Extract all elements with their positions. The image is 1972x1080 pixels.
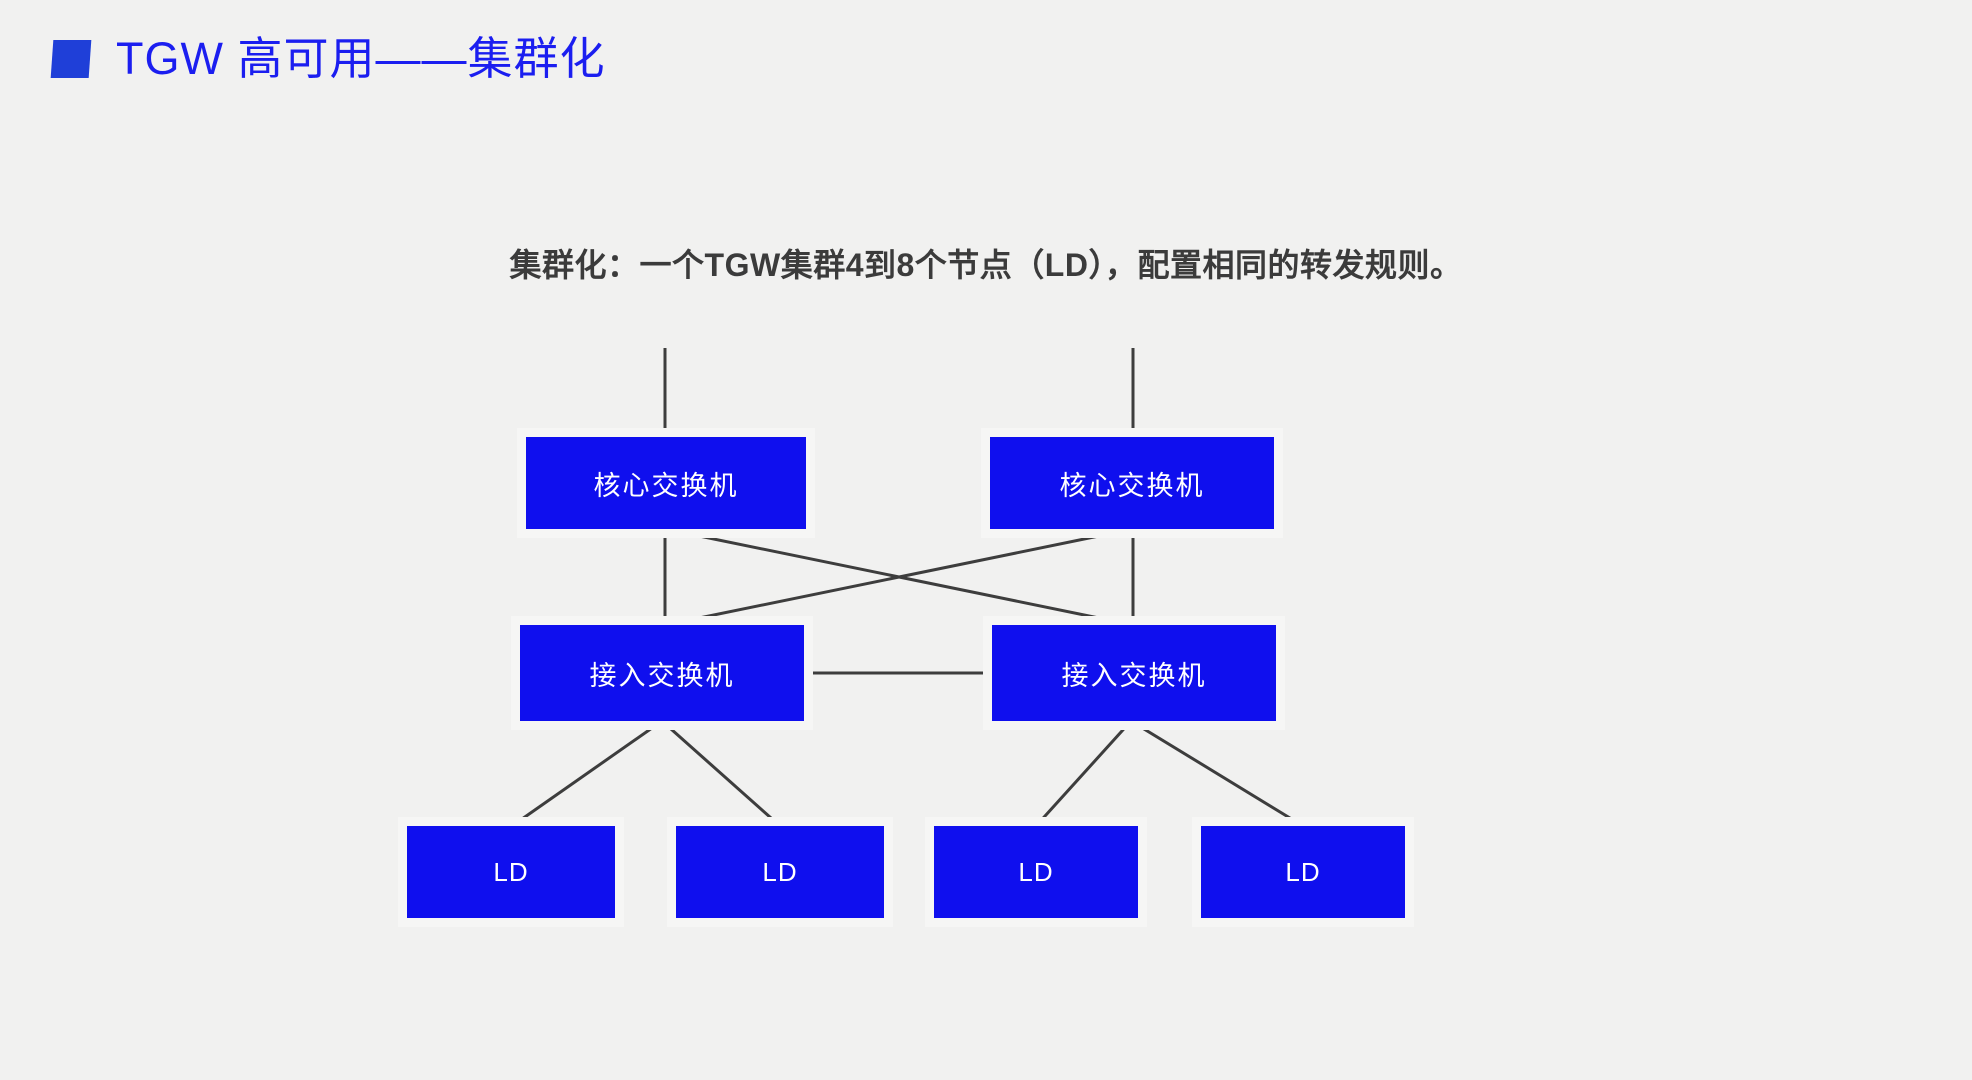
topology-node-ld-2: LD — [676, 826, 884, 918]
topology-node-label: LD — [1285, 856, 1321, 887]
topology-node-label: 接入交换机 — [589, 660, 735, 691]
topology-node-label: 核心交换机 — [593, 470, 739, 501]
topology-node-label: 接入交换机 — [1061, 660, 1207, 691]
page-title: TGW 高可用——集群化 — [116, 33, 606, 84]
topology-node-ld-1: LD — [407, 826, 615, 918]
topology-node-core-switch-left: 核心交换机 — [526, 437, 806, 529]
topology-node-access-switch-right: 接入交换机 — [992, 625, 1276, 721]
topology-edge-access-r-ld-3 — [1034, 719, 1133, 828]
topology-node-label: LD — [762, 856, 798, 887]
topology-node-label: 核心交换机 — [1059, 470, 1205, 501]
topology-node-ld-4: LD — [1201, 826, 1405, 918]
topology-edge-access-l-ld-2 — [661, 719, 781, 828]
topology-node-ld-3: LD — [934, 826, 1138, 918]
slide-subtitle: 集群化：一个TGW集群4到8个节点（LD），配置相同的转发规则。 — [509, 247, 1463, 283]
topology-edge-core-l-access-r — [664, 527, 1134, 627]
topology-node-access-switch-left: 接入交换机 — [520, 625, 804, 721]
topology-node-core-switch-right: 核心交换机 — [990, 437, 1274, 529]
topology-edge-access-l-ld-1 — [511, 719, 663, 828]
topology-node-label: LD — [1018, 856, 1054, 887]
topology-edge-core-r-access-l — [664, 527, 1134, 627]
slide-title-row: TGW 高可用——集群化 — [50, 33, 606, 84]
topology-edge-access-r-ld-4 — [1130, 719, 1304, 828]
topology-node-label: LD — [493, 856, 529, 887]
